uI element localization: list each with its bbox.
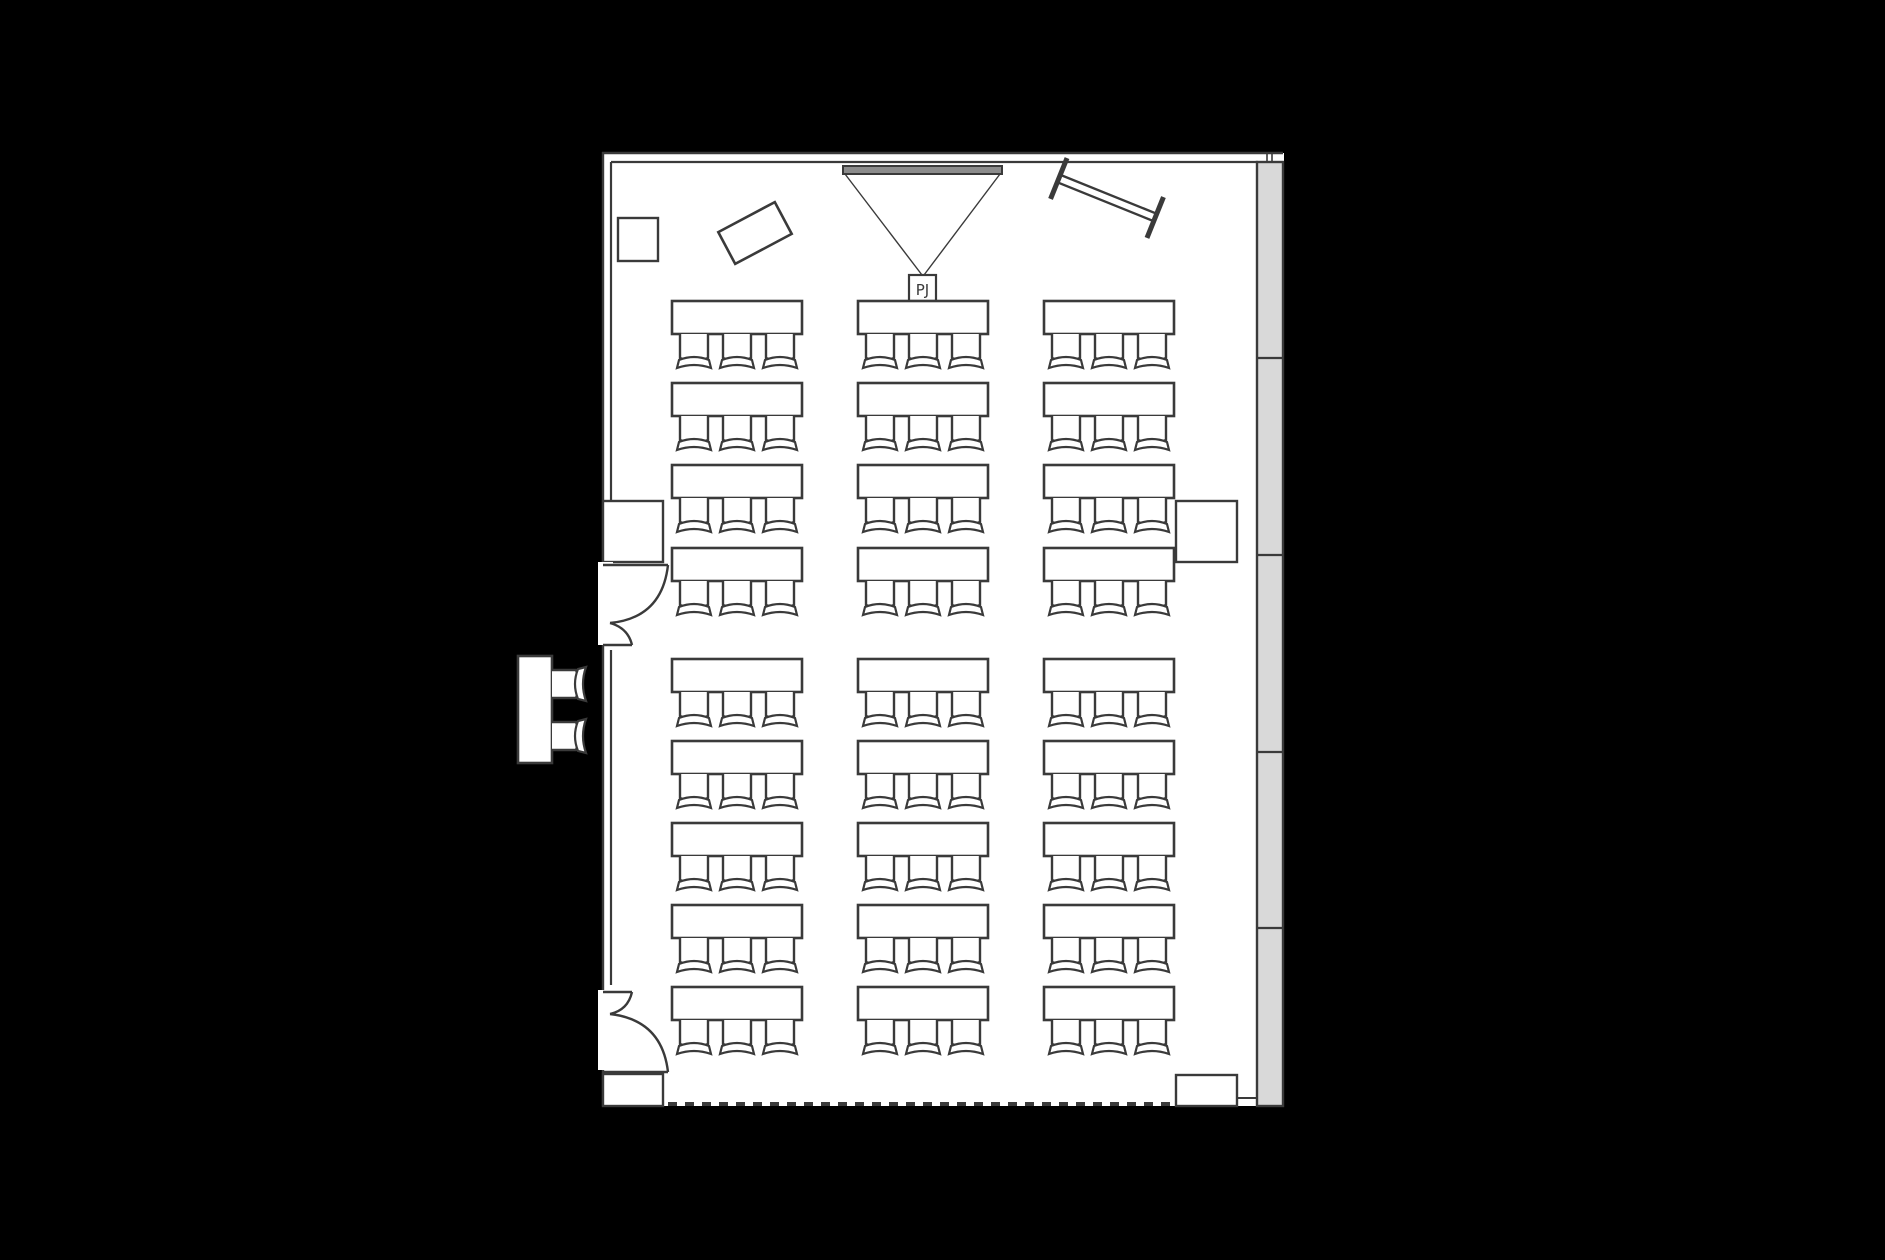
table-unit bbox=[858, 659, 988, 726]
table-unit bbox=[1044, 383, 1174, 450]
door-icon[interactable] bbox=[598, 562, 670, 647]
table-unit bbox=[672, 383, 802, 450]
seating-area bbox=[672, 301, 1174, 1054]
table-unit bbox=[858, 905, 988, 972]
table-unit bbox=[672, 823, 802, 890]
table-unit bbox=[672, 548, 802, 615]
table-unit bbox=[1044, 548, 1174, 615]
table-unit bbox=[672, 659, 802, 726]
chair-icon bbox=[550, 665, 588, 703]
whiteboard-icon bbox=[1048, 157, 1166, 239]
bottom-left-cabinet-icon bbox=[601, 1072, 665, 1108]
bottom-right-cabinet-icon bbox=[1174, 1073, 1239, 1108]
table-unit bbox=[1044, 659, 1174, 726]
table-unit bbox=[858, 548, 988, 615]
table-unit bbox=[672, 905, 802, 972]
table-unit bbox=[672, 465, 802, 532]
table-unit bbox=[858, 987, 988, 1054]
table-unit bbox=[672, 987, 802, 1054]
table-icon bbox=[516, 654, 554, 765]
back-block bbox=[672, 659, 1174, 1054]
table-unit bbox=[672, 301, 802, 368]
projector-label: PJ bbox=[916, 281, 929, 299]
table-unit bbox=[672, 741, 802, 808]
window-band bbox=[1237, 152, 1285, 1108]
projector-icon: PJ bbox=[907, 273, 938, 303]
reception-area bbox=[516, 654, 588, 765]
left-cabinet-icon bbox=[601, 499, 665, 564]
window-icon bbox=[1255, 160, 1285, 1108]
screen-icon bbox=[842, 165, 1003, 175]
table-unit bbox=[1044, 905, 1174, 972]
table-unit bbox=[1044, 823, 1174, 890]
table-unit bbox=[1044, 301, 1174, 368]
table-unit bbox=[1044, 741, 1174, 808]
cabinet-icon bbox=[616, 216, 660, 263]
table-unit bbox=[858, 741, 988, 808]
table-unit bbox=[858, 301, 988, 368]
table-unit bbox=[858, 383, 988, 450]
table-unit bbox=[1044, 465, 1174, 532]
table-unit bbox=[858, 465, 988, 532]
table-unit bbox=[858, 823, 988, 890]
projection-beam-left bbox=[844, 173, 923, 276]
podium-icon bbox=[716, 200, 794, 266]
door-icon[interactable] bbox=[598, 990, 670, 1074]
front-area: PJ bbox=[616, 157, 1166, 303]
table-unit bbox=[1044, 987, 1174, 1054]
right-cabinet-icon bbox=[1174, 499, 1239, 564]
chair-icon bbox=[550, 717, 588, 755]
projection-beam-right bbox=[923, 173, 1001, 276]
